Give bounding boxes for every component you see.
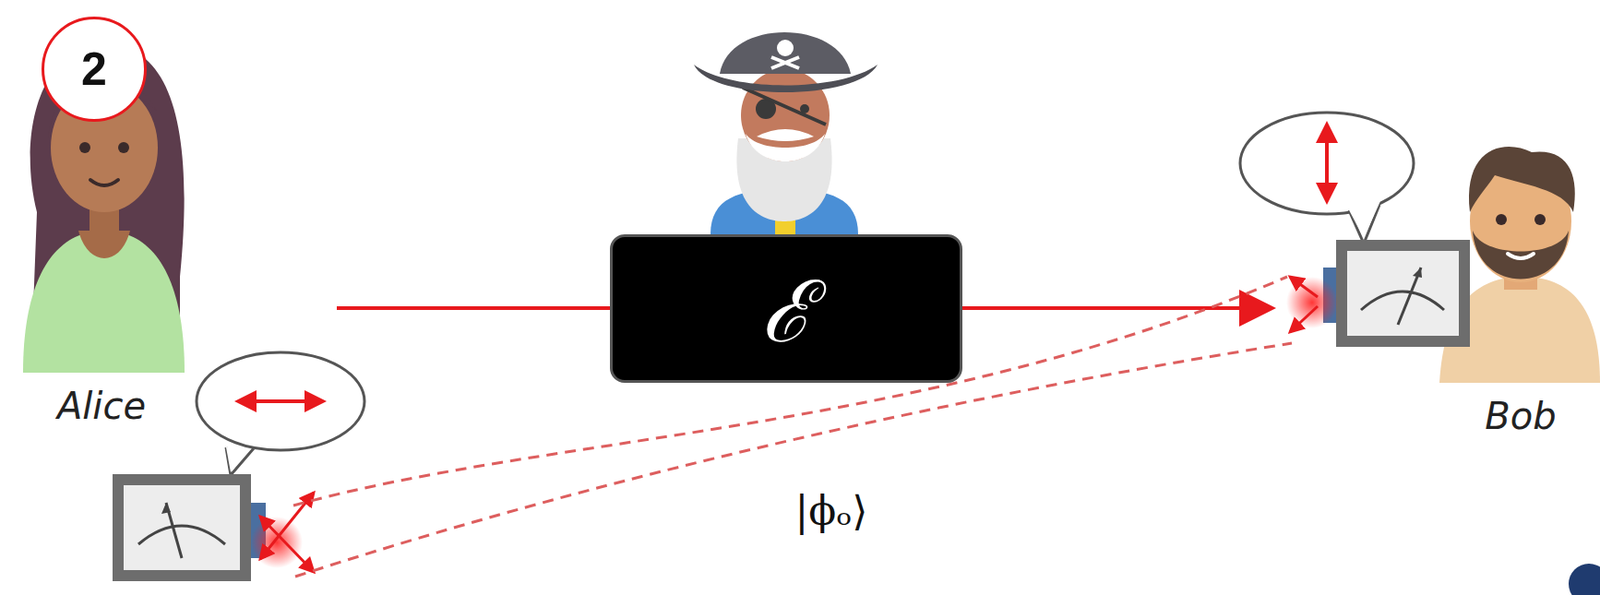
logo-mark <box>1568 563 1600 595</box>
node-text: ℰ <box>761 250 812 367</box>
step-number-circle: 2 <box>41 16 147 122</box>
eavesdropper-figure <box>693 32 878 235</box>
person-name: Alice <box>57 384 146 428</box>
channel-box: ℰ <box>609 234 963 383</box>
channel-line <box>336 306 610 311</box>
alice-speech-bubble <box>196 352 365 476</box>
channel-arrow <box>962 306 1269 311</box>
bob-detector <box>1286 239 1470 347</box>
alice-detector <box>112 474 314 582</box>
person-name: Bob <box>1484 394 1556 438</box>
node-text: 2 <box>81 42 108 96</box>
bob-speech-bubble <box>1240 112 1414 244</box>
state-label: |ϕₒ⟩ <box>789 487 874 535</box>
